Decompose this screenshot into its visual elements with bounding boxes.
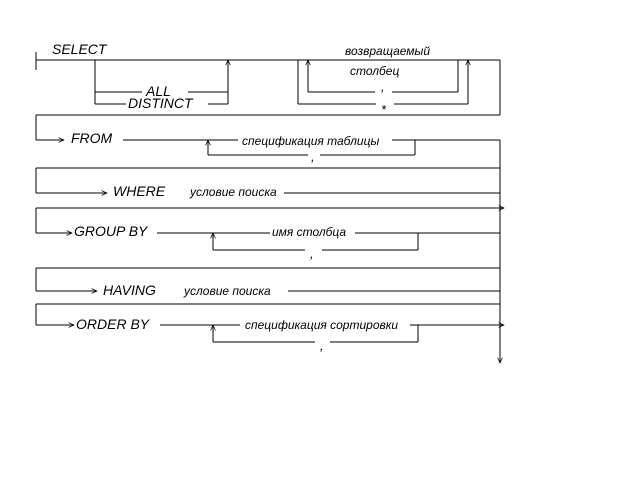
from-keyword: FROM — [71, 130, 113, 146]
order-by-keyword: ORDER BY — [76, 316, 151, 332]
where-condition-label: условие поиска — [189, 185, 277, 199]
star-symbol: * — [381, 102, 387, 117]
where-keyword: WHERE — [113, 183, 166, 199]
from-row — [35, 140, 501, 193]
order-by-row — [36, 304, 504, 363]
column-name-label: имя столбца — [272, 225, 346, 239]
group-by-comma: , — [310, 246, 314, 261]
group-by-keyword: GROUP BY — [74, 223, 149, 239]
from-comma: , — [311, 149, 315, 164]
all-keyword: ALL — [145, 83, 171, 99]
having-condition-label: условие поиска — [183, 284, 271, 298]
order-by-comma: , — [320, 338, 324, 353]
select-comma: , — [381, 79, 385, 94]
having-keyword: HAVING — [103, 282, 156, 298]
where-row — [35, 168, 504, 233]
table-spec-label: спецификация таблицы — [242, 134, 379, 148]
sort-spec-label: спецификация сортировки — [245, 318, 398, 332]
returned-column-label-1: возвращаемый — [345, 44, 430, 58]
select-row — [35, 52, 501, 140]
distinct-keyword: DISTINCT — [128, 95, 194, 111]
select-keyword: SELECT — [52, 41, 108, 57]
having-row — [35, 268, 501, 325]
group-by-row — [35, 208, 501, 291]
returned-column-label-2: столбец — [350, 64, 399, 78]
